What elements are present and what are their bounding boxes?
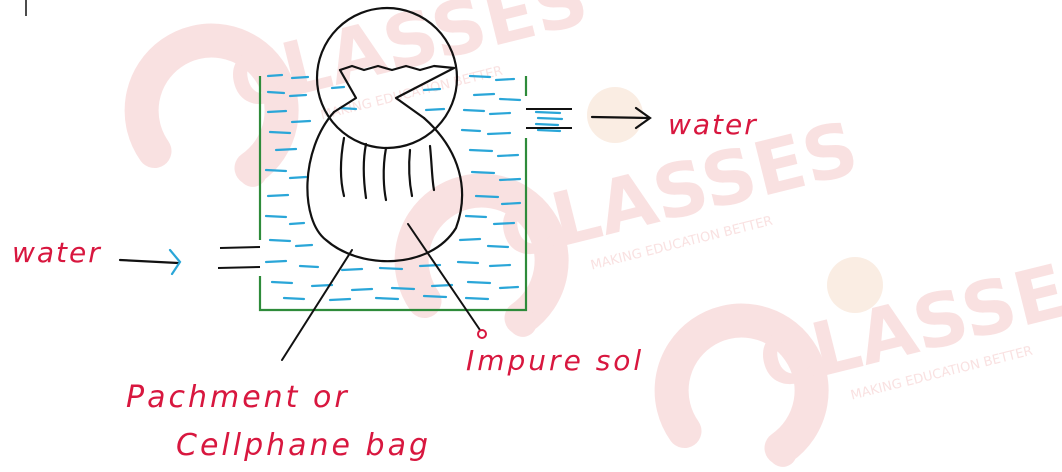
- outflow-arrow-icon: [590, 106, 652, 130]
- gear-head-icon: [587, 87, 883, 313]
- inflow-arrow-icon: [118, 248, 182, 276]
- water-outlet-label: water: [668, 108, 758, 141]
- pointer-dot: [477, 329, 487, 339]
- beaker-outline: [258, 76, 528, 312]
- label-pointers: [281, 223, 481, 361]
- outlet-pipe: [526, 108, 572, 129]
- water-dashes: [264, 73, 564, 302]
- bag-label-line2: Cellphane bag: [176, 428, 431, 463]
- bag-label-line1: Pachment or: [126, 380, 350, 415]
- water-inlet-label: water: [12, 236, 102, 269]
- inlet-pipe: [217, 246, 261, 269]
- impure-solution-label: Impure sol: [466, 344, 645, 377]
- parchment-bag: [306, 6, 464, 263]
